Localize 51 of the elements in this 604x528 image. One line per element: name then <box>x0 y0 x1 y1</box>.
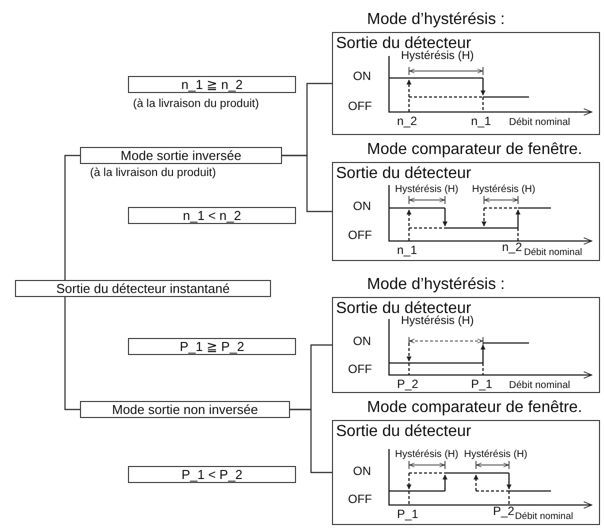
axis-label: n_1 <box>471 115 492 128</box>
mode-heading: Mode comparateur de fenêtre. <box>367 141 582 159</box>
axis-label: Hystérésis (H) <box>395 449 458 460</box>
axis-label: Débit nominal <box>515 512 574 522</box>
axis-label: ON <box>353 335 371 348</box>
connector-line <box>290 408 332 474</box>
axis-label: ON <box>353 200 371 214</box>
mode-heading: Mode d’hystérésis : <box>367 11 505 29</box>
axis-label: Débit nominal <box>509 117 570 128</box>
axis-label: P_2 <box>397 378 418 392</box>
axis-label: ON <box>353 465 371 478</box>
label-box: Mode sortie non inversée <box>80 401 290 418</box>
note-text: (à la livraison du produit) <box>90 167 216 179</box>
connector-line <box>64 297 80 410</box>
label-box: Sortie du détecteur instantané <box>15 280 271 297</box>
chart-panel <box>332 162 600 261</box>
axis-label: Hystérésis (H) <box>472 184 536 195</box>
axis-label: OFF <box>348 229 372 242</box>
chart-title: Sortie du détecteur <box>336 300 472 317</box>
axis-label: Hystérésis (H) <box>395 184 458 195</box>
label-box: Mode sortie inversée <box>80 147 282 164</box>
chart-title: Sortie du détecteur <box>336 165 472 183</box>
axis-label: OFF <box>348 493 372 506</box>
label-box: n_1 ≧ n_2 <box>128 76 296 93</box>
label-box: n_1 < n_2 <box>128 207 296 224</box>
axis-label: ON <box>353 70 371 84</box>
mode-heading: Mode d’hystérésis : <box>367 276 505 294</box>
axis-label: Hystérésis (H) <box>401 50 474 63</box>
chart-title: Sortie du détecteur <box>336 35 472 52</box>
label-box: P_1 ≧ P_2 <box>128 338 296 355</box>
chart-panel <box>332 297 600 393</box>
axis-label: OFF <box>348 100 372 114</box>
axis-label: OFF <box>348 363 372 376</box>
axis-label: P_1 <box>397 508 418 522</box>
axis-label: n_1 <box>397 244 418 258</box>
axis-label: Hystérésis (H) <box>464 449 528 460</box>
mode-heading: Mode comparateur de fenêtre. <box>367 399 582 417</box>
axis-label: P_2 <box>493 505 514 518</box>
note-text: (à la livraison du produit) <box>133 98 259 110</box>
axis-label: n_2 <box>502 241 522 254</box>
axis-label: P_1 <box>471 378 492 392</box>
connector-line <box>64 154 80 280</box>
connector-line <box>282 154 332 212</box>
axis-label: n_2 <box>397 115 418 128</box>
chart-title: Sortie du détecteur <box>336 423 472 441</box>
axis-label: Hystérésis (H) <box>401 315 474 328</box>
chart-panel <box>332 420 600 525</box>
label-box: P_1 < P_2 <box>128 466 296 483</box>
axis-label: Débit nominal <box>509 380 570 391</box>
chart-panel <box>332 32 600 135</box>
axis-label: Débit nominal <box>524 248 582 258</box>
